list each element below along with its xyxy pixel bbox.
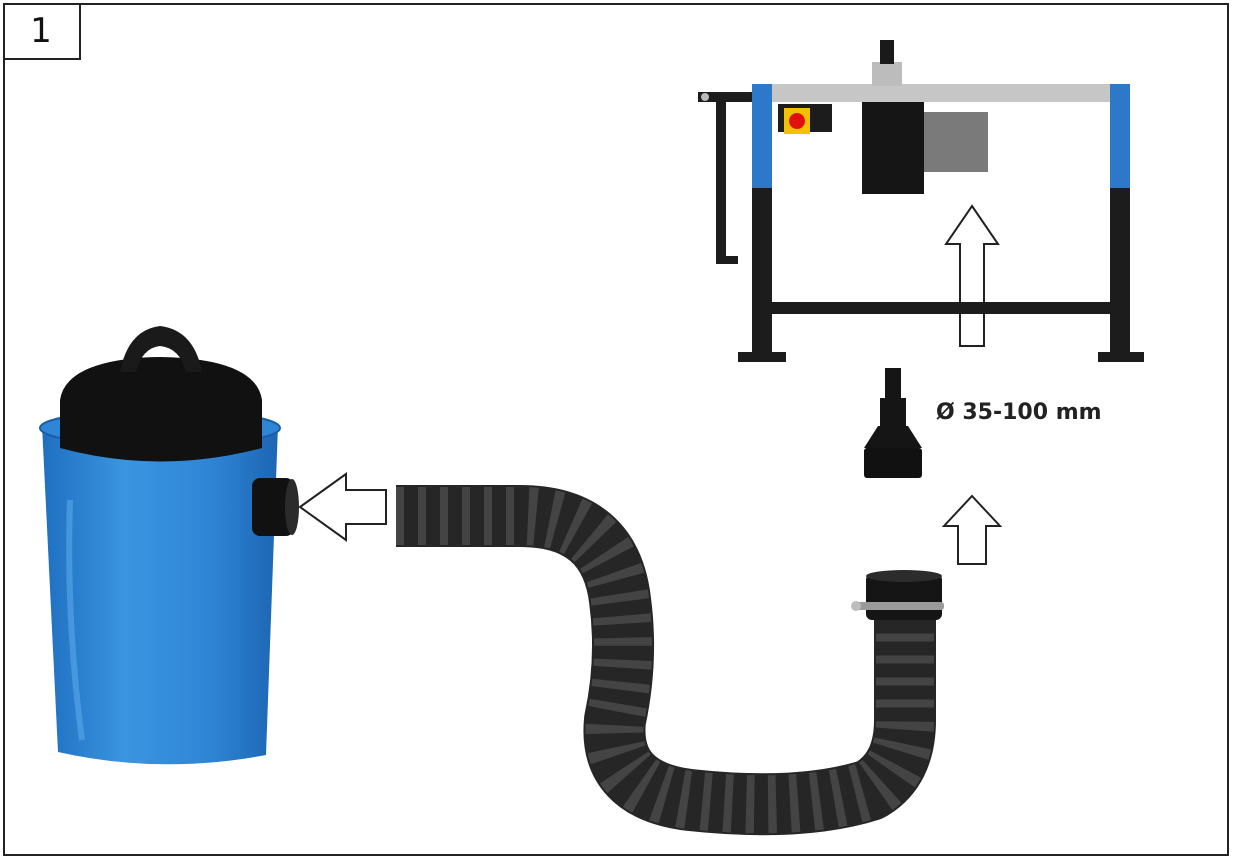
collector-body bbox=[42, 425, 278, 765]
adapter-diameter-label: Ø 35-100 mm bbox=[936, 400, 1102, 425]
table-top-rail bbox=[752, 84, 1130, 102]
saw-housing bbox=[862, 102, 924, 194]
emergency-stop-button bbox=[789, 113, 805, 129]
flexible-hose bbox=[396, 485, 944, 836]
arrow-hose-to-adapter bbox=[941, 494, 1003, 565]
figure-frame bbox=[3, 3, 1229, 856]
saw-motor bbox=[924, 112, 988, 172]
collector-inlet-port bbox=[252, 478, 294, 536]
step-number: 1 bbox=[3, 3, 81, 60]
table-cross-brace bbox=[772, 302, 1110, 314]
lid-handle bbox=[120, 326, 202, 372]
collector-lid bbox=[60, 357, 262, 462]
arrow-adapter-to-table bbox=[944, 204, 1000, 347]
hose-clamp bbox=[852, 602, 944, 610]
saw-table bbox=[698, 40, 1144, 362]
reducer-adapter bbox=[864, 368, 922, 478]
arrow-into-collector bbox=[298, 472, 387, 542]
dust-collector bbox=[39, 326, 299, 765]
